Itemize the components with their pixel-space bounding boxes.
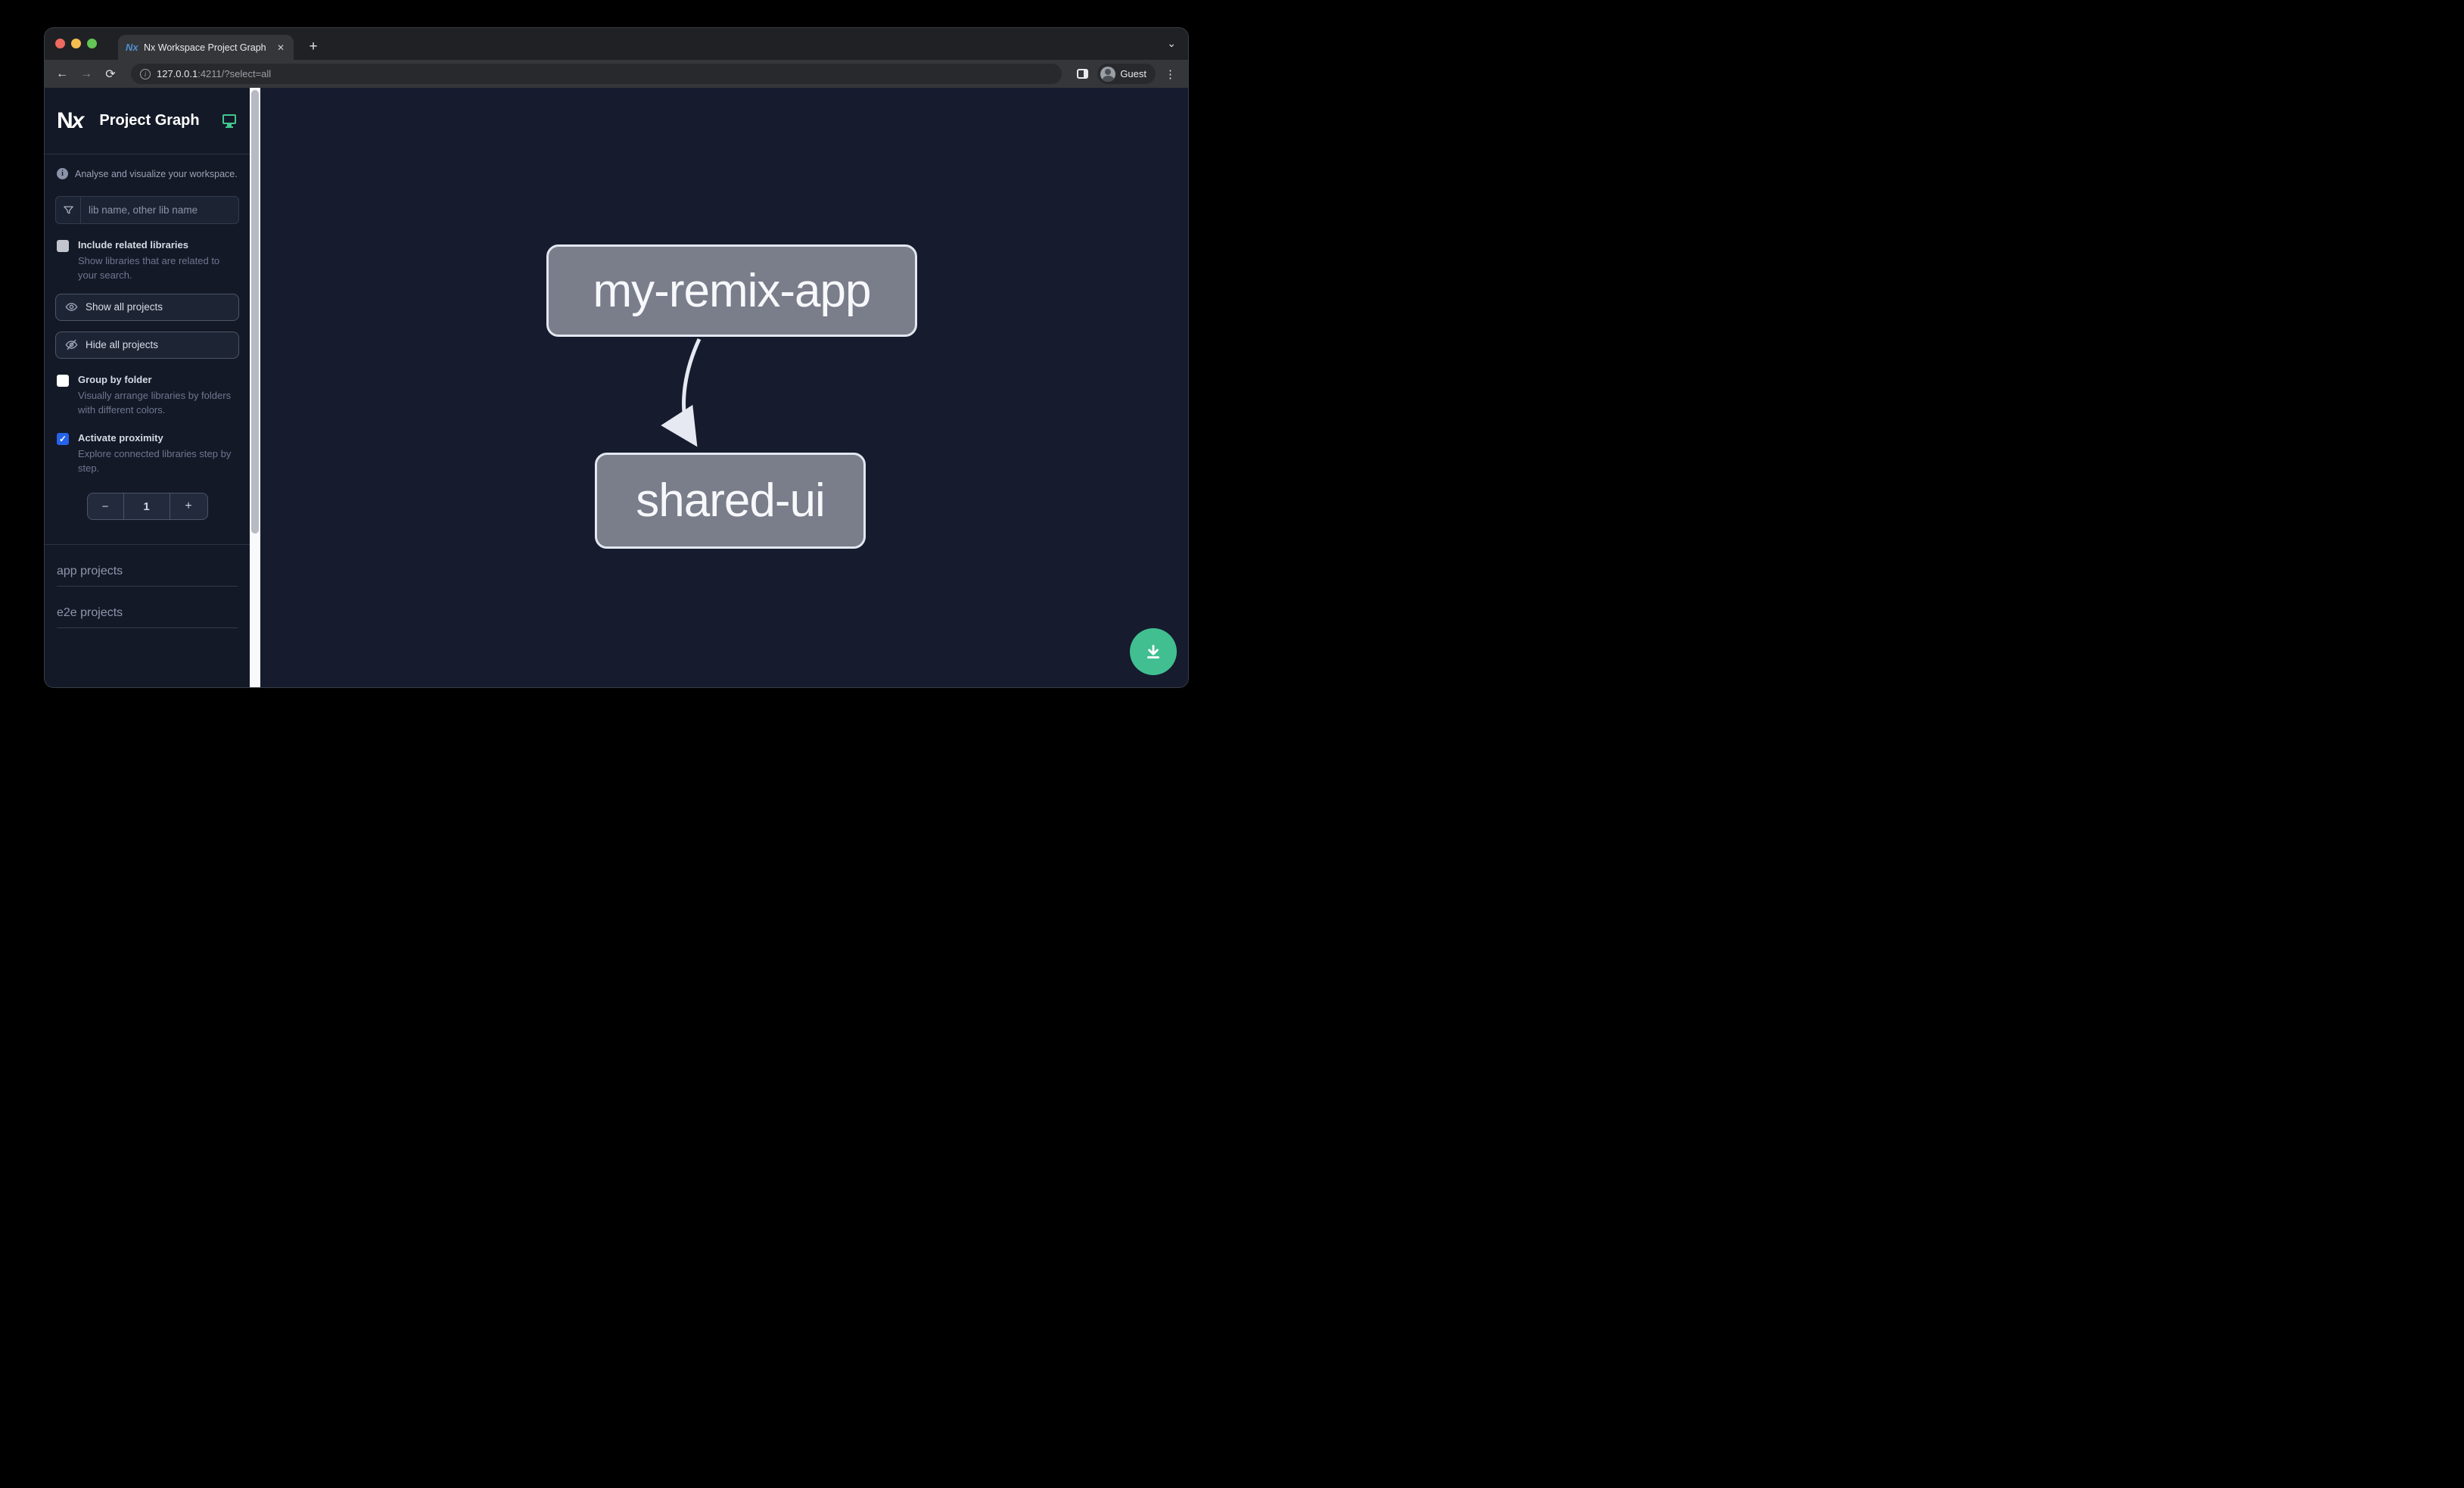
url-rest: :4211/?select=all: [198, 68, 272, 79]
activate-proximity-checkbox[interactable]: ✓: [57, 433, 69, 446]
site-info-icon[interactable]: i: [140, 68, 151, 79]
group-by-folder-row: Group by folder Visually arrange librari…: [45, 359, 250, 418]
section-app-projects: app projects: [57, 545, 238, 587]
nx-favicon-icon: Nx: [126, 41, 138, 53]
group-by-folder-desc: Visually arrange libraries by folders wi…: [78, 389, 232, 416]
group-by-folder-label: Group by folder: [78, 373, 152, 385]
scrollbar-thumb[interactable]: [251, 90, 259, 534]
tab-nx-workspace-project-graph[interactable]: Nx Nx Workspace Project Graph ✕: [118, 35, 294, 60]
zoom-window-button[interactable]: [87, 39, 97, 48]
graph-node-shared-ui[interactable]: shared-ui: [595, 453, 866, 549]
search-input[interactable]: [81, 204, 238, 216]
hide-all-projects-button[interactable]: Hide all projects: [55, 331, 239, 359]
filter-icon: [56, 197, 81, 223]
info-icon: i: [57, 168, 68, 179]
address-bar[interactable]: i 127.0.0.1:4211/?select=all: [131, 64, 1062, 84]
proximity-stepper: − 1 +: [86, 493, 208, 521]
include-related-label: Include related libraries: [78, 239, 188, 251]
monitor-icon[interactable]: [222, 114, 238, 129]
tab-close-icon[interactable]: ✕: [276, 42, 285, 53]
new-tab-button[interactable]: +: [309, 39, 318, 54]
show-all-projects-label: Show all projects: [86, 301, 163, 313]
graph-node-my-remix-app[interactable]: my-remix-app: [546, 244, 917, 337]
page-content: Nx Project Graph i Analyse and visualize…: [45, 88, 1188, 687]
tab-title: Nx Workspace Project Graph: [144, 42, 266, 53]
reload-button[interactable]: ⟳: [105, 67, 116, 81]
download-icon: [1147, 645, 1159, 658]
stepper-decrement-button[interactable]: −: [88, 493, 124, 520]
sidebar-header: Nx Project Graph: [45, 88, 250, 154]
download-graph-button[interactable]: [1130, 628, 1177, 675]
activate-proximity-desc: Explore connected libraries step by step…: [78, 448, 232, 475]
activate-proximity-label: Activate proximity: [78, 432, 163, 444]
stepper-increment-button[interactable]: +: [169, 493, 207, 520]
side-panel-icon[interactable]: [1077, 69, 1089, 79]
include-related-row: Include related libraries Show libraries…: [45, 224, 250, 283]
back-button[interactable]: ←: [56, 67, 68, 80]
include-related-desc: Show libraries that are related to your …: [78, 255, 220, 281]
tagline-text: Analyse and visualize your workspace.: [75, 168, 238, 179]
browser-toolbar: ← → ⟳ i 127.0.0.1:4211/?select=all Guest…: [45, 60, 1188, 88]
dependency-edge: [661, 338, 702, 447]
page-title: Project Graph: [99, 112, 200, 129]
sidebar-divider: [45, 544, 250, 546]
tagline-row: i Analyse and visualize your workspace.: [45, 154, 250, 179]
minimize-window-button[interactable]: [71, 39, 81, 48]
sidebar-scrollbar[interactable]: [250, 88, 260, 687]
browser-menu-icon[interactable]: ⋮: [1165, 67, 1176, 81]
tab-strip: Nx Nx Workspace Project Graph ✕ + ⌄: [45, 28, 1188, 60]
forward-button[interactable]: →: [80, 67, 92, 80]
search-box: [55, 196, 239, 224]
browser-window: Nx Nx Workspace Project Graph ✕ + ⌄ ← → …: [45, 28, 1188, 687]
avatar-icon: [1100, 66, 1116, 82]
sidebar: Nx Project Graph i Analyse and visualize…: [45, 88, 250, 687]
url-host: 127.0.0.1: [157, 68, 198, 79]
url-text: 127.0.0.1:4211/?select=all: [157, 68, 271, 79]
profile-label: Guest: [1120, 68, 1146, 79]
stepper-value: 1: [143, 500, 150, 513]
section-e2e-projects: e2e projects: [57, 587, 238, 629]
include-related-checkbox[interactable]: [57, 240, 69, 252]
chevron-down-icon[interactable]: ⌄: [1167, 37, 1176, 49]
activate-proximity-row: ✓ Activate proximity Explore connected l…: [45, 417, 250, 476]
group-by-folder-checkbox[interactable]: [57, 374, 69, 387]
eye-off-icon: [65, 339, 78, 350]
project-graph-canvas[interactable]: my-remix-app shared-ui: [260, 88, 1188, 687]
eye-icon: [65, 303, 78, 312]
traffic-lights: [55, 39, 97, 48]
hide-all-projects-label: Hide all projects: [86, 339, 159, 351]
close-window-button[interactable]: [55, 39, 65, 48]
profile-button[interactable]: Guest: [1097, 64, 1156, 84]
show-all-projects-button[interactable]: Show all projects: [55, 293, 239, 321]
nx-logo: Nx: [57, 107, 84, 133]
